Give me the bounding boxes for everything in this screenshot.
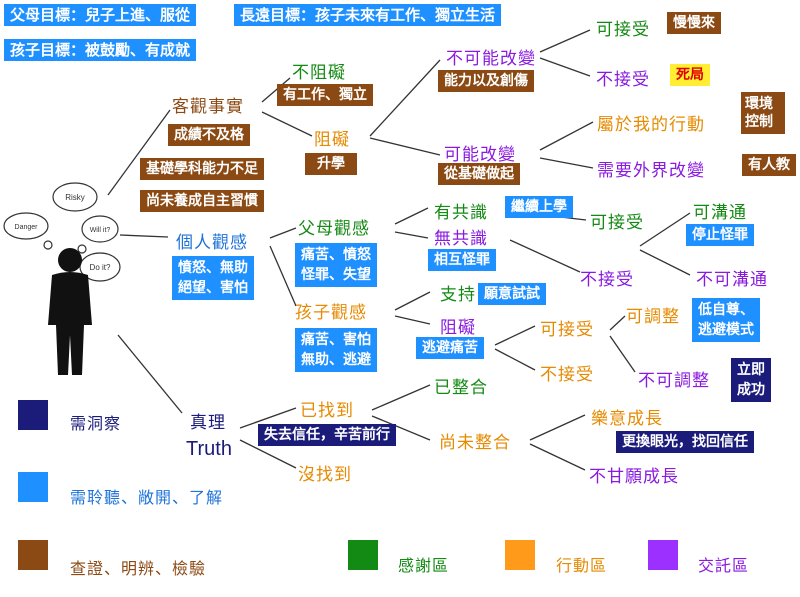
willing-grow-node: 樂意成長 (591, 409, 663, 429)
reject-node-1: 不接受 (596, 70, 650, 90)
communicable-box: 停止怪罪 (686, 224, 754, 246)
bubble-danger: Danger (15, 224, 39, 231)
personal-feelings-box: 憤怒、無助 絕望、害怕 (172, 256, 254, 300)
parent-feelings-box: 痛苦、憤怒 怪罪、失望 (295, 243, 377, 287)
longterm-goal-box: 長遠目標：孩子未來有工作、獨立生活 (234, 4, 502, 26)
hinder-node: 阻礙 (440, 318, 476, 338)
fact-box-basics: 基礎學科能力不足 (140, 158, 264, 180)
legend-swatch-entrust (648, 540, 678, 570)
thinking-person-figure: Risky Danger Will it? Do it? (3, 182, 121, 375)
consensus-box: 繼續上學 (505, 196, 573, 218)
not-found-node: 沒找到 (298, 465, 352, 485)
legend-label-listen: 需聆聽、敞開、了解 (70, 488, 224, 507)
child-view-node: 孩子觀感 (295, 303, 367, 323)
bubble-do-it: Do it? (90, 263, 111, 272)
own-action-node: 屬於我的行動 (597, 115, 705, 135)
external-change-box: 有人教 (742, 154, 796, 176)
can-change-node: 可能改變 (444, 145, 516, 165)
own-action-box: 環境 控制 (741, 92, 785, 134)
thought-bubbles (3, 182, 121, 282)
personal-view-node: 個人觀感 (176, 233, 248, 253)
obstacle-box: 升學 (305, 153, 357, 175)
bubble-will-it: Will it? (90, 227, 111, 234)
not-integrated-node: 尚未整合 (439, 433, 511, 453)
no-consensus-node: 無共識 (434, 229, 488, 249)
fact-box-habits: 尚未養成自主習慣 (140, 190, 264, 212)
reject-node-3: 不接受 (540, 365, 594, 385)
legend-label-action: 行動區 (556, 556, 608, 575)
legend-label-insight: 需洞察 (70, 414, 122, 433)
accept-node-1: 可接受 (596, 20, 650, 40)
found-node: 已找到 (300, 401, 354, 421)
willing-grow-box: 更換眼光，找回信任 (616, 431, 754, 453)
not-communicable-node: 不可溝通 (696, 270, 768, 290)
legend-label-verify: 查證、明辨、檢驗 (70, 559, 207, 578)
communicable-node: 可溝通 (693, 203, 747, 223)
child-feelings-box: 痛苦、害怕 無助、逃避 (295, 328, 377, 372)
adjustable-node: 可調整 (626, 307, 680, 327)
unwilling-grow-node: 不甘願成長 (589, 467, 679, 487)
reject-box-1: 死局 (670, 64, 710, 86)
fact-box-failing: 成績不及格 (168, 124, 250, 146)
external-change-node: 需要外界改變 (597, 161, 705, 181)
accept-node-2: 可接受 (590, 213, 644, 233)
hinder-box: 逃避痛苦 (416, 337, 484, 359)
legend-label-thanks: 感謝區 (398, 556, 450, 575)
consensus-node: 有共識 (434, 203, 488, 223)
parent-goal-box: 父母目標：兒子上進、服從 (4, 4, 197, 26)
legend-swatch-action (505, 540, 535, 570)
legend-swatch-insight (18, 400, 48, 430)
reject-node-2: 不接受 (580, 270, 634, 290)
person-silhouette (48, 248, 92, 375)
obstacle-node: 阻礙 (314, 130, 350, 150)
objective-facts-node: 客觀事實 (172, 97, 244, 117)
adjustable-box: 低自尊、 逃避模式 (692, 298, 760, 342)
accept-box-1: 慢慢來 (667, 12, 721, 34)
child-goal-box: 孩子目標：被鼓勵、有成就 (4, 39, 197, 61)
support-node: 支持 (440, 285, 476, 305)
truth-node: 真理 (190, 413, 226, 433)
parent-view-node: 父母觀感 (298, 219, 370, 239)
not-adjustable-node: 不可調整 (638, 371, 710, 391)
can-change-box: 從基礎做起 (438, 163, 520, 185)
bubble-risky: Risky (65, 193, 85, 202)
legend-swatch-thanks (348, 540, 378, 570)
not-obstacle-box: 有工作、獨立 (277, 84, 373, 106)
legend-swatch-verify (18, 540, 48, 570)
found-box: 失去信任，辛苦前行 (258, 424, 396, 446)
no-consensus-box: 相互怪罪 (428, 249, 496, 271)
cannot-change-node: 不可能改變 (446, 49, 536, 69)
support-box: 願意試試 (478, 283, 546, 305)
not-adjustable-box: 立即 成功 (731, 358, 771, 402)
accept-node-3: 可接受 (540, 320, 594, 340)
truth-en-label: Truth (186, 438, 232, 460)
not-obstacle-node: 不阻礙 (292, 63, 346, 83)
cannot-change-box: 能力以及創傷 (438, 70, 534, 92)
integrated-node: 已整合 (434, 378, 488, 398)
legend-label-entrust: 交託區 (698, 556, 750, 575)
legend-swatch-listen (18, 472, 48, 502)
